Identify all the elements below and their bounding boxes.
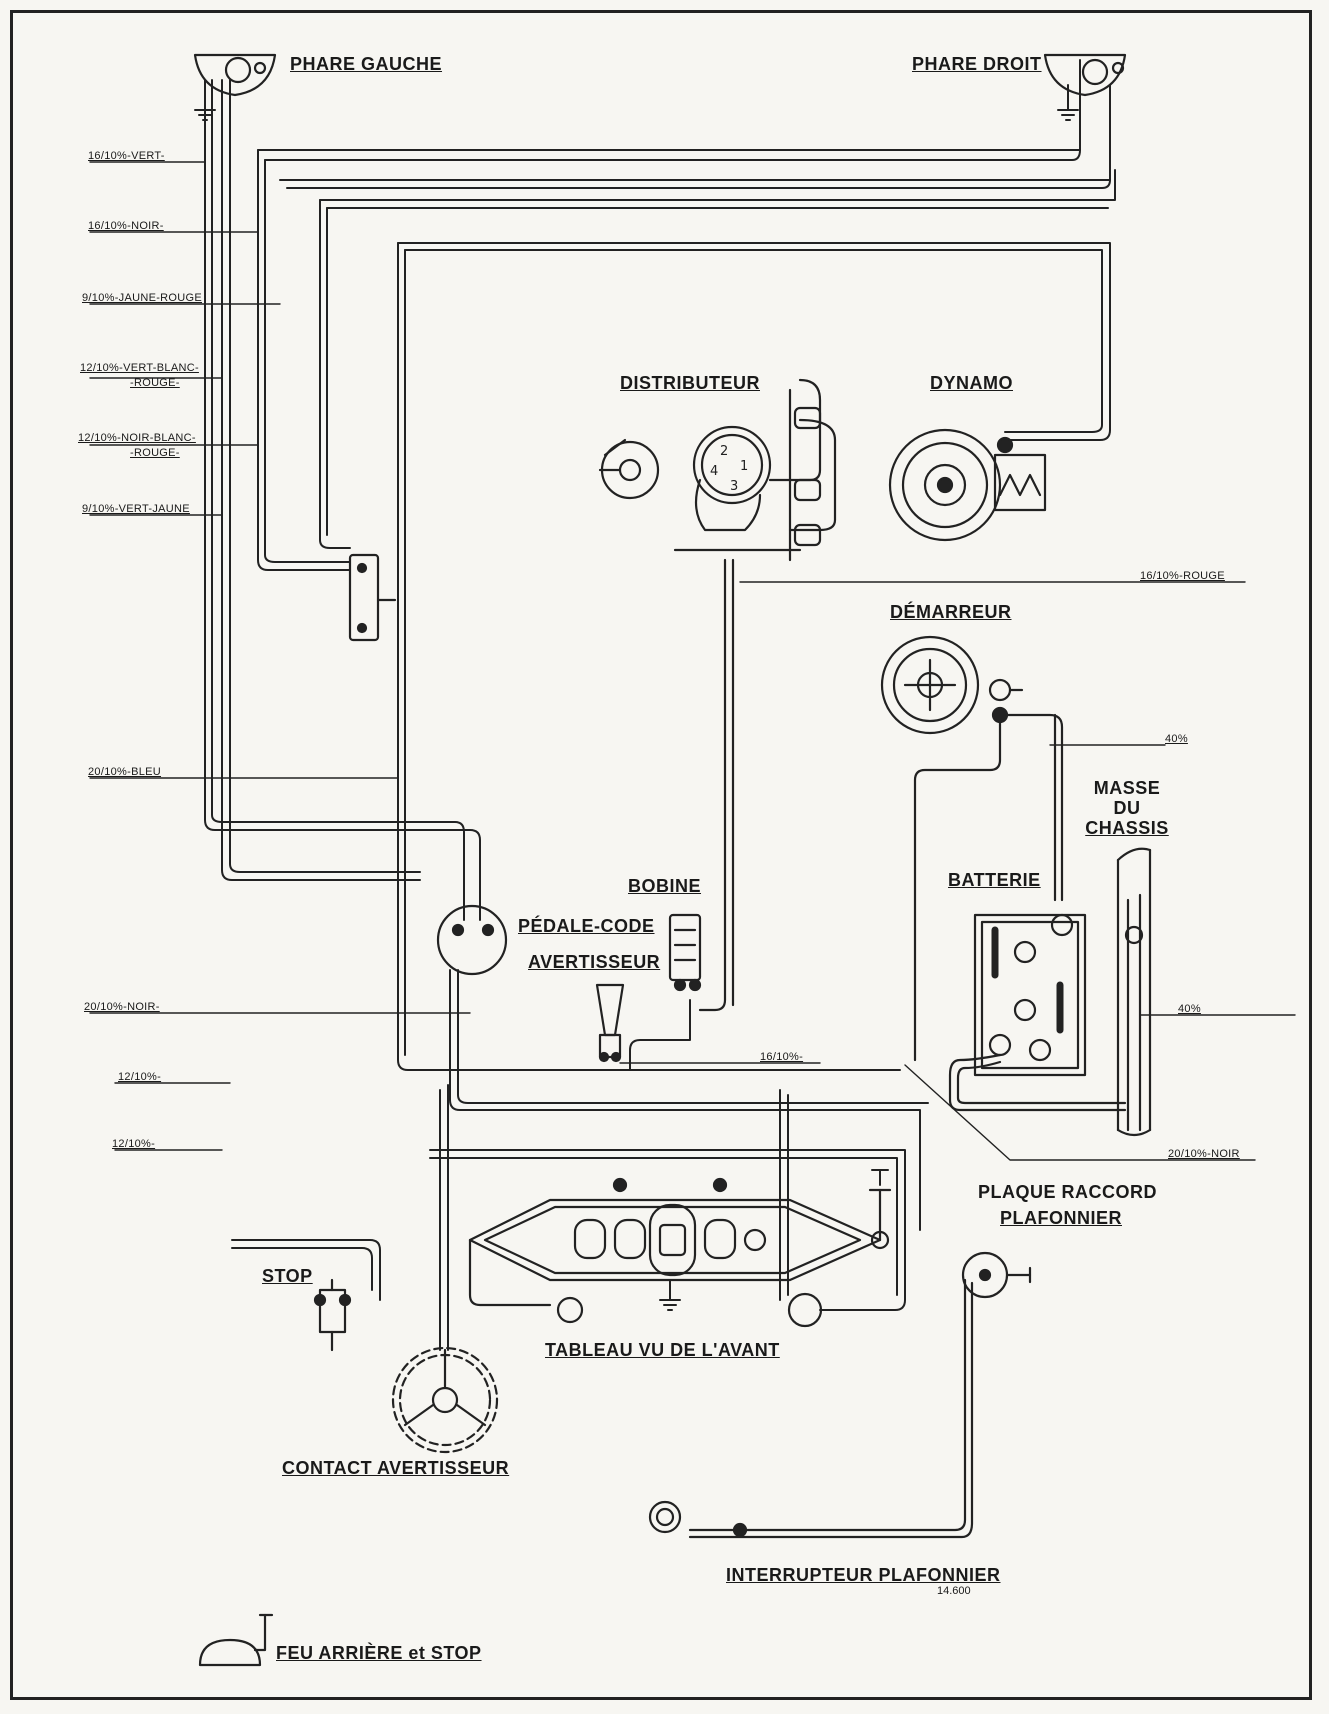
chassis-rail [1116,847,1152,1137]
label-interrupteur-plafonnier: INTERRUPTEUR PLAFONNIER [726,1565,1001,1585]
label-pedale-code: PÉDALE-CODE [518,916,655,936]
dist-num-2: 2 [720,444,728,459]
wire-label-12-b: 12/10%- [112,1138,156,1150]
wire-label-vert: 16/10%-VERT- [88,150,165,162]
pedale-code [436,904,508,976]
plaque-raccord [688,1251,1032,1539]
bobine [668,913,702,992]
drawing-reference: 14.600 [937,1585,971,1597]
tableau [468,1177,892,1328]
label-contact-avertisseur: CONTACT AVERTISSEUR [282,1458,510,1478]
label-masse-3: CHASSIS [1085,818,1169,838]
wire-label-12-a: 12/10%- [118,1071,162,1083]
wire-label-40-a: 40% [1165,733,1188,745]
wire-label-noir-20-right: 20/10%-NOIR [1168,1148,1240,1160]
avertisseur-horn [595,983,625,1063]
interrupteur-plafonnier [648,1500,748,1538]
demarreur [880,635,1064,1062]
junction-block [348,553,397,642]
phare-gauche-lamp [193,53,277,97]
label-distributeur: DISTRIBUTEUR [620,373,760,393]
label-stop: STOP [262,1266,313,1286]
wire-label-bleu: 20/10%-BLEU [88,766,162,778]
label-demarreur: DÉMARREUR [890,602,1012,622]
wire-label-rouge: 16/10%-ROUGE [1140,570,1225,582]
wire-label-vert-blanc-rouge-2: -ROUGE- [130,377,180,389]
label-feu-arriere: FEU ARRIÈRE et STOP [276,1643,482,1663]
label-bobine: BOBINE [628,876,702,896]
label-avertisseur: AVERTISSEUR [528,952,661,972]
wire-label-noir-16: 16/10%-NOIR- [88,220,164,232]
label-phare-droit: PHARE DROIT [912,54,1042,74]
label-plaque-raccord-1: PLAQUE RACCORD [978,1182,1158,1202]
drawing-frame [10,10,1312,1700]
label-plaque-raccord-2: PLAFONNIER [1000,1208,1122,1228]
harness-runs [231,969,929,1351]
wire-label-noir-blanc-rouge-2: -ROUGE- [130,447,180,459]
label-dynamo: DYNAMO [930,373,1013,393]
label-tableau: TABLEAU VU DE L'AVANT [545,1340,780,1360]
dist-num-4: 4 [710,464,718,479]
label-masse-1: MASSE [1093,778,1161,798]
ground-symbols [194,84,1079,1311]
dist-num-3: 3 [730,479,738,494]
phare-droit-lamp [1043,53,1127,97]
wire-label-noir-20: 20/10%-NOIR- [84,1001,160,1013]
distributeur-numbers: 1 2 3 4 [710,444,748,494]
feu-arriere-lamp [198,1613,274,1667]
label-masse-2: DU [1113,798,1141,818]
dist-num-1: 1 [740,459,748,474]
wire-label-leaders [89,161,1296,1161]
wire-label-vert-jaune: 9/10%-VERT-JAUNE [82,503,190,515]
distributeur [598,378,837,1012]
stop-switch [313,1278,352,1352]
wire-label-vert-blanc-rouge-1: 12/10%-VERT-BLANC- [80,362,199,374]
wire-label-noir-blanc-rouge-1: 12/10%-NOIR-BLANC- [78,432,196,444]
label-batterie: BATTERIE [948,870,1041,890]
label-phare-gauche: PHARE GAUCHE [290,54,443,74]
wire-label-40-b: 40% [1178,1003,1201,1015]
wire-label-16-mid: 16/10%- [760,1051,804,1063]
left-harness [204,59,1116,1071]
wire-label-jaune-rouge: 9/10%-JAUNE-ROUGE [82,292,203,304]
dynamo [888,428,1047,542]
